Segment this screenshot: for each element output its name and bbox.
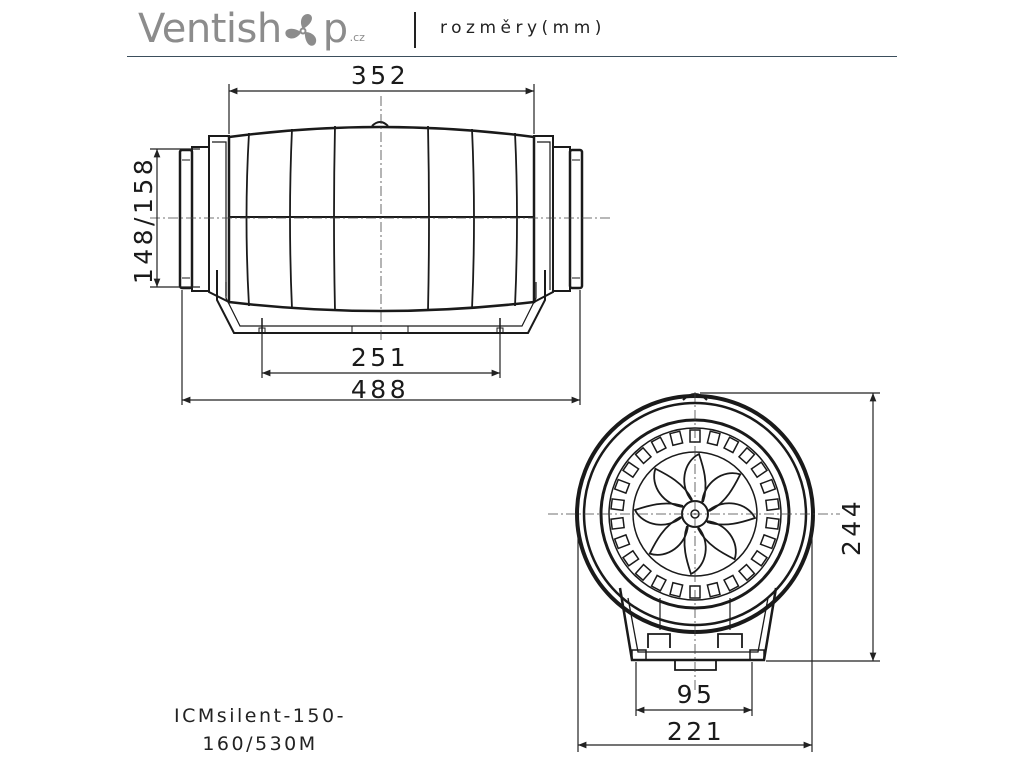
grille-slot [759, 533, 777, 550]
grille-slot [759, 478, 777, 495]
grille-slot [737, 446, 756, 465]
fan-icon [285, 14, 316, 46]
brand-tld: .cz [349, 31, 365, 44]
front-center-lines [548, 392, 840, 690]
grille-slot [634, 446, 653, 465]
impeller-blade [648, 516, 689, 556]
grille-slot [706, 430, 721, 447]
impeller-blade [683, 452, 707, 503]
grille-slot [610, 498, 625, 512]
grille-slot [669, 581, 684, 598]
grille-slot [650, 436, 667, 454]
grille-slot [669, 430, 684, 447]
brand-logo[interactable]: Ventish p .cz [138, 4, 365, 54]
grille-slot [634, 563, 653, 582]
grille-slot [723, 436, 740, 454]
header: Ventish p .cz rozměry(mm) [0, 0, 1024, 60]
front-dimensions [577, 392, 880, 752]
grille-slot [613, 533, 631, 550]
impeller-blade [653, 467, 693, 508]
grille-slot [610, 516, 625, 530]
brand-name: Ventish [138, 6, 282, 52]
header-divider [127, 56, 897, 57]
grille-slot [723, 574, 740, 592]
grille-slot [750, 461, 769, 479]
header-separator [414, 12, 416, 48]
body-ribs [245, 125, 518, 312]
model-line-2: 160/530M [202, 733, 318, 755]
grille-slot [621, 549, 640, 567]
grille-slot [765, 498, 780, 512]
model-line-1: ICMsilent-150- [174, 705, 346, 727]
side-dimensions [150, 84, 581, 405]
impeller-blade [706, 502, 757, 526]
dim-total-length: 488 [351, 375, 409, 404]
dim-inner-width: 251 [351, 343, 409, 372]
grille-slot [650, 574, 667, 592]
impeller [633, 452, 757, 576]
right-spigot [552, 146, 584, 292]
brand-name-end: p [322, 6, 348, 52]
dim-front-base: 95 [677, 680, 716, 709]
grille-slot [613, 478, 631, 495]
left-spigot [178, 146, 210, 292]
fan-body [227, 125, 536, 313]
front-stand [618, 587, 778, 662]
dim-top-width: 352 [351, 61, 409, 90]
grille-slot [765, 516, 780, 530]
dim-front-width: 221 [667, 717, 725, 746]
impeller-blade [633, 502, 684, 526]
page-title: rozměry(mm) [440, 18, 606, 38]
dim-height: 148/158 [129, 156, 158, 284]
impeller-blade [701, 472, 742, 512]
grille-slot [737, 563, 756, 582]
impeller-blade [683, 525, 707, 576]
dim-front-height: 244 [837, 498, 866, 556]
model-name: ICMsilent-150- 160/530M [150, 702, 370, 758]
grille-slot [706, 581, 721, 598]
grille-slot [621, 461, 640, 479]
grille-slot [750, 549, 769, 567]
side-center-lines [150, 96, 610, 340]
impeller-blade [697, 520, 737, 561]
